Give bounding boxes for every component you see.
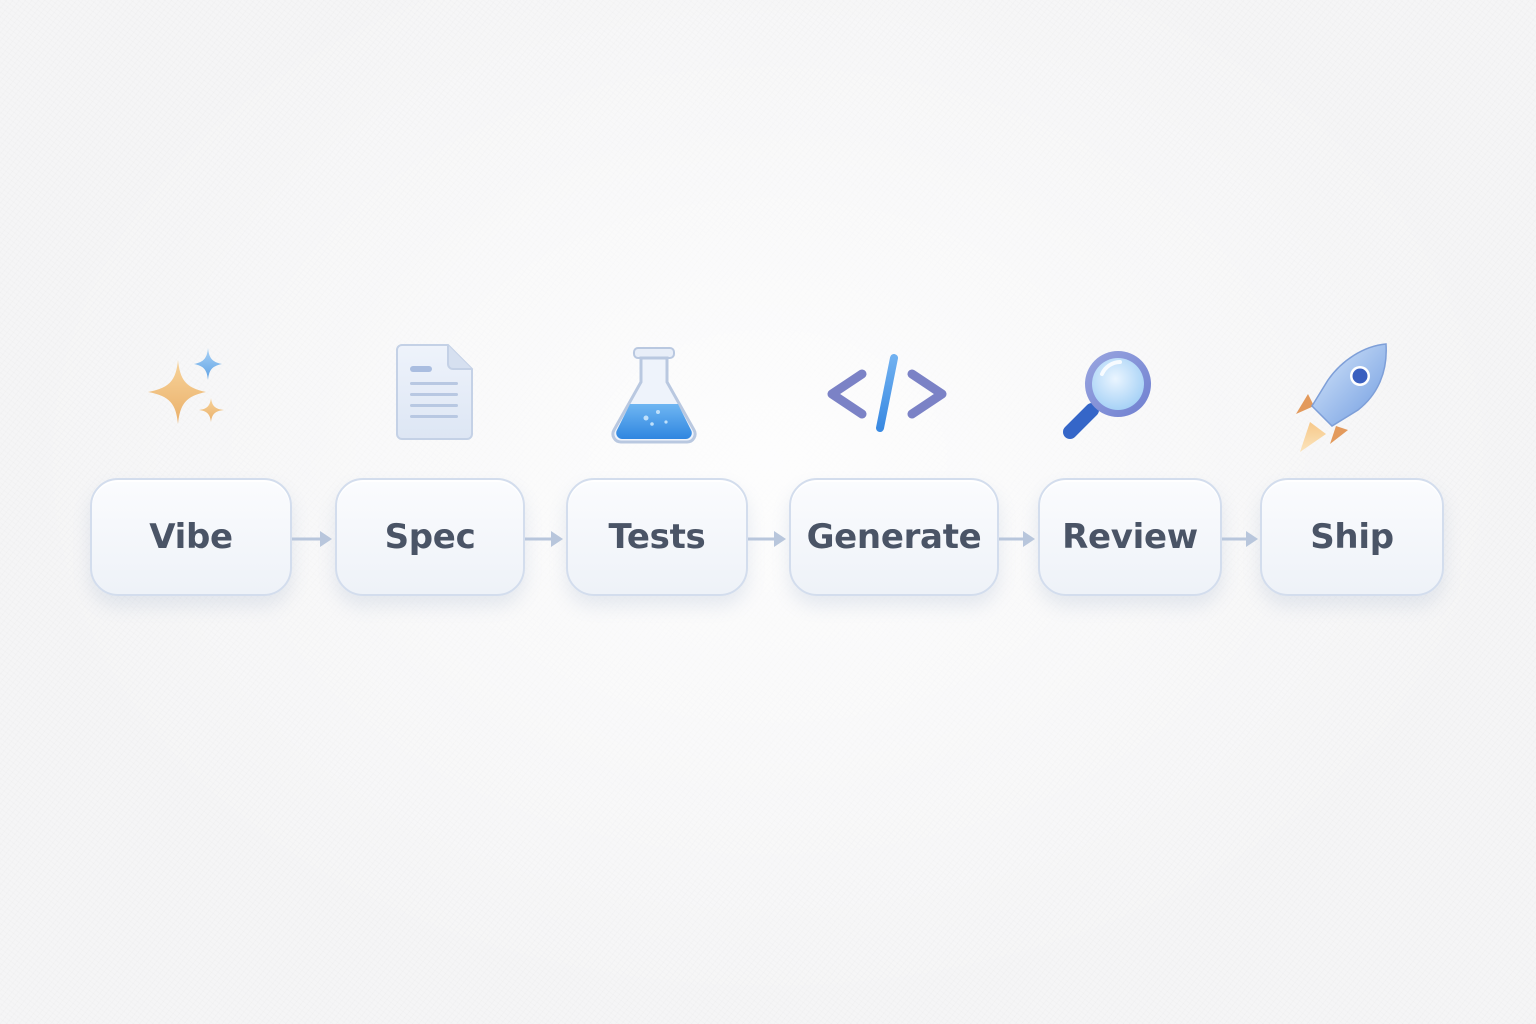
step-label: Generate bbox=[806, 517, 982, 557]
step-label: Review bbox=[1062, 517, 1198, 557]
flask-icon bbox=[608, 346, 700, 444]
document-icon bbox=[394, 342, 476, 444]
code-icon bbox=[824, 354, 950, 432]
step-ship: Ship bbox=[1260, 478, 1444, 596]
step-generate: Generate bbox=[789, 478, 999, 596]
arrow-right-icon bbox=[292, 527, 334, 551]
step-label: Tests bbox=[608, 517, 706, 557]
step-vibe: Vibe bbox=[90, 478, 292, 596]
sparkles-icon bbox=[142, 344, 234, 436]
step-label: Vibe bbox=[149, 517, 233, 557]
step-label: Spec bbox=[384, 517, 476, 557]
step-spec: Spec bbox=[335, 478, 525, 596]
arrow-right-icon bbox=[999, 527, 1037, 551]
rocket-icon bbox=[1286, 340, 1392, 454]
magnifier-icon bbox=[1062, 344, 1160, 444]
arrow-right-icon bbox=[525, 527, 565, 551]
arrow-right-icon bbox=[748, 527, 788, 551]
arrow-right-icon bbox=[1222, 527, 1260, 551]
step-tests: Tests bbox=[566, 478, 748, 596]
step-label: Ship bbox=[1310, 517, 1394, 557]
step-review: Review bbox=[1038, 478, 1222, 596]
